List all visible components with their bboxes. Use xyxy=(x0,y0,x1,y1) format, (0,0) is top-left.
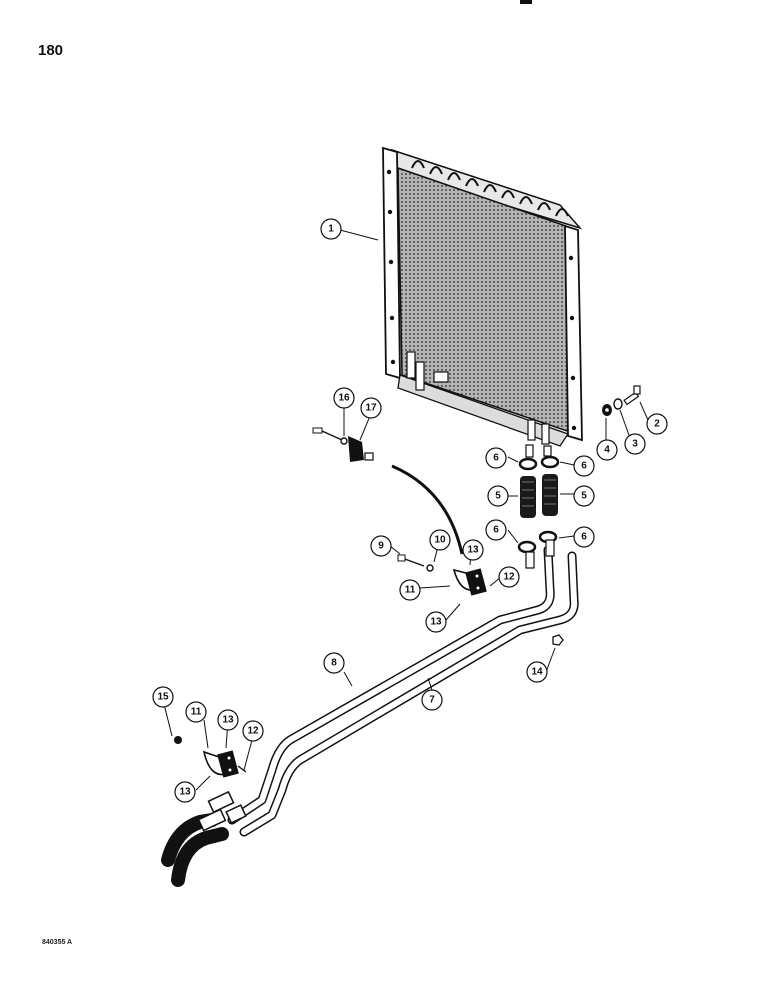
callout-8: 8 xyxy=(331,658,337,669)
callout-16: 16 xyxy=(338,393,350,404)
callout-12-lower: 12 xyxy=(247,726,259,737)
callout-14: 14 xyxy=(531,667,543,678)
callout-7: 7 xyxy=(429,695,435,706)
callout-9: 9 xyxy=(378,541,384,552)
callout-13-middle-top: 13 xyxy=(467,545,479,556)
nut xyxy=(552,634,564,646)
callout-4: 4 xyxy=(604,445,610,456)
page-header-fragment xyxy=(520,0,532,4)
callout-15: 15 xyxy=(157,692,169,703)
callout-11-lower: 11 xyxy=(191,707,202,718)
callout-6-upper-right: 6 xyxy=(581,461,587,472)
callouts: 1 2 3 4 5 5 6 6 6 6 7 8 9 10 11 11 12 12… xyxy=(152,218,668,803)
callout-1: 1 xyxy=(328,224,334,235)
cooler-mounting-hardware xyxy=(602,385,641,416)
callout-5-left: 5 xyxy=(495,491,501,502)
callout-6-upper-left: 6 xyxy=(493,453,499,464)
callout-6-lower-left: 6 xyxy=(493,525,499,536)
cooler-tubes xyxy=(227,539,579,837)
harness-line xyxy=(391,464,464,555)
callout-3: 3 xyxy=(632,439,638,450)
figure-code: 840355 A xyxy=(42,939,73,946)
callout-13-lower-bottom: 13 xyxy=(179,787,191,798)
cooler-hoses xyxy=(517,444,560,554)
lower-clamp-assembly xyxy=(174,736,247,778)
callout-5-right: 5 xyxy=(581,491,587,502)
callout-13-lower-top: 13 xyxy=(222,715,234,726)
callout-12-middle: 12 xyxy=(503,572,515,583)
upper-clamp-assembly xyxy=(312,427,374,462)
page-number: 180 xyxy=(38,42,64,59)
middle-clamp-assembly xyxy=(397,554,487,596)
callout-10: 10 xyxy=(434,535,446,546)
oil-cooler xyxy=(382,146,583,447)
callout-13-middle-bottom: 13 xyxy=(430,617,442,628)
hydraulic-hoses xyxy=(161,790,247,887)
callout-11-middle: 11 xyxy=(405,585,416,596)
callout-2: 2 xyxy=(654,419,660,430)
callout-17: 17 xyxy=(365,403,377,414)
callout-6-lower-right: 6 xyxy=(581,532,587,543)
